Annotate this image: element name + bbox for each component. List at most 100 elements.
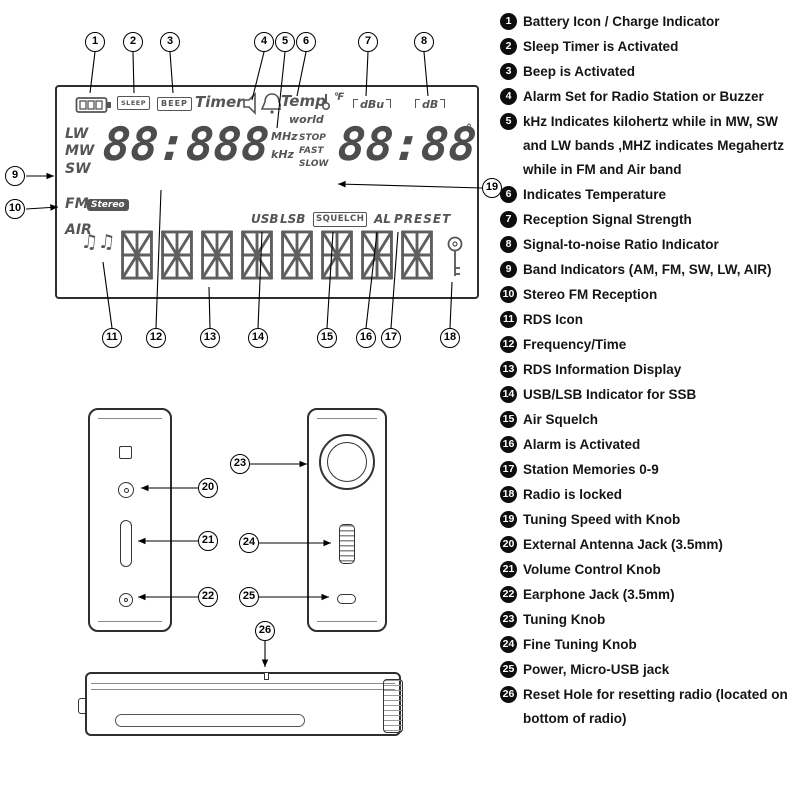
antenna-nub xyxy=(78,698,86,714)
callout-16: 16 xyxy=(356,328,376,348)
legend-number-badge: 23 xyxy=(500,611,517,628)
legend-item-label: Station Memories 0-9 xyxy=(523,462,659,477)
mhz-label: MHz xyxy=(271,130,298,143)
callout-26: 26 xyxy=(255,621,275,641)
bottom-view xyxy=(78,672,403,736)
alnum-cell xyxy=(161,230,193,280)
legend-item-label: RDS Information Display xyxy=(523,362,682,377)
right-side-view xyxy=(307,408,387,632)
legend-item-label: RDS Icon xyxy=(523,312,584,327)
bevel-line xyxy=(98,621,162,622)
db-label: dB xyxy=(422,98,439,111)
callout-12: 12 xyxy=(146,328,166,348)
alnum-cell xyxy=(121,230,153,280)
preset-label: PRESET xyxy=(394,212,452,226)
degree-mark: ° xyxy=(466,122,472,136)
legend-item-label: Indicates Temperature xyxy=(523,187,667,202)
legend-number-badge: 5 xyxy=(500,113,517,130)
bracket-left-icon xyxy=(353,99,358,108)
legend-item-label: Alarm Set for Radio Station or Buzzer xyxy=(523,89,764,104)
tuning-knob-inner xyxy=(327,442,367,482)
callout-3: 3 xyxy=(160,32,180,52)
band-air-label: AIR xyxy=(65,222,92,238)
legend-number-badge: 6 xyxy=(500,186,517,203)
band-sw-label: SW xyxy=(65,161,91,177)
callout-14: 14 xyxy=(248,328,268,348)
legend-number-badge: 18 xyxy=(500,486,517,503)
detail-square xyxy=(119,446,132,459)
external-antenna-jack xyxy=(118,482,134,498)
legend-number-badge: 26 xyxy=(500,686,517,703)
legend-number-badge: 2 xyxy=(500,38,517,55)
bevel-line xyxy=(317,418,377,419)
alnum-cell xyxy=(201,230,233,280)
legend-item-label: USB/LSB Indicator for SSB xyxy=(523,387,697,402)
timer-label: Timer xyxy=(195,93,244,111)
legend-number-badge: 9 xyxy=(500,261,517,278)
bevel-line xyxy=(98,418,162,419)
tuning-knob xyxy=(319,434,375,490)
legend-item-label: Band Indicators (AM, FM, SW, LW, AIR) xyxy=(523,262,772,277)
legend-number-badge: 4 xyxy=(500,88,517,105)
callout-15: 15 xyxy=(317,328,337,348)
dbu-label: dBu xyxy=(360,98,385,111)
legend-item-label: Signal-to-noise Ratio Indicator xyxy=(523,237,719,252)
legend-item-label: Beep is Activated xyxy=(523,64,636,79)
lsb-label: LSB xyxy=(280,212,306,226)
legend-item-label: Fine Tuning Knob xyxy=(523,637,637,652)
bevel-line xyxy=(91,683,395,684)
leader-line-10 xyxy=(25,204,59,211)
callout-2: 2 xyxy=(123,32,143,52)
legend-item-label: Air Squelch xyxy=(523,412,599,427)
alnum-cell xyxy=(321,230,353,280)
legend-item-label: External Antenna Jack (3.5mm) xyxy=(523,537,723,552)
legend-number-badge: 19 xyxy=(500,511,517,528)
alnum-cell xyxy=(281,230,313,280)
legend-item-13: 13 RDS Information Display xyxy=(500,358,796,382)
callout-1: 1 xyxy=(85,32,105,52)
legend-number-badge: 11 xyxy=(500,311,517,328)
rds-icon: ♫♫ xyxy=(79,231,117,253)
alnum-cell xyxy=(361,230,393,280)
world-label: world xyxy=(289,113,324,126)
stop-label: STOP xyxy=(299,133,326,143)
alnum-cell xyxy=(401,230,433,280)
squelch-indicator: SQUELCH xyxy=(313,212,368,227)
callout-8: 8 xyxy=(414,32,434,52)
left-side-view xyxy=(88,408,172,632)
legend-item-label: Power, Micro-USB jack xyxy=(523,662,670,677)
legend-item-11: 11 RDS Icon xyxy=(500,308,796,332)
legend-item-label: Frequency/Time xyxy=(523,337,627,352)
legend-number-badge: 14 xyxy=(500,386,517,403)
legend-number-badge: 1 xyxy=(500,13,517,30)
callout-23: 23 xyxy=(230,454,250,474)
sleep-timer-icon: SLEEP xyxy=(117,96,150,110)
legend-item-5: 5 kHz Indicates kilohertz while in MW, SW… xyxy=(500,110,796,182)
callout-6: 6 xyxy=(296,32,316,52)
bevel-line xyxy=(91,689,395,690)
legend-item-label: Earphone Jack (3.5mm) xyxy=(523,587,675,602)
fine-tuning-knob xyxy=(339,524,355,564)
legend-number-badge: 21 xyxy=(500,561,517,578)
legend-number-badge: 25 xyxy=(500,661,517,678)
callout-17: 17 xyxy=(381,328,401,348)
callout-5: 5 xyxy=(275,32,295,52)
legend-number-badge: 16 xyxy=(500,436,517,453)
legend-number-badge: 13 xyxy=(500,361,517,378)
fahrenheit-label: ℉ xyxy=(334,92,344,103)
legend-item-label: kHz Indicates kilohertz while in MW, SW … xyxy=(523,114,785,177)
callout-24: 24 xyxy=(239,533,259,553)
rds-text-display xyxy=(119,229,435,281)
